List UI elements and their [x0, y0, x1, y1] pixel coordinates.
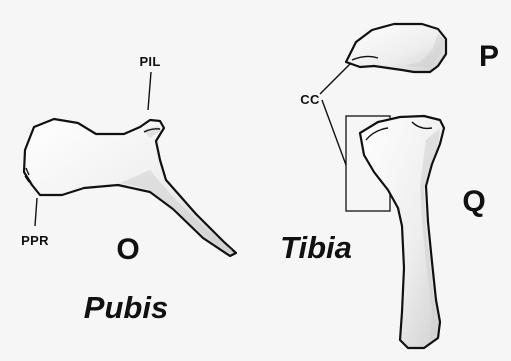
- label-pil: PIL: [139, 54, 160, 69]
- leader-cc-proximal: [320, 64, 350, 94]
- tibia-proximal-view: [346, 24, 446, 72]
- panel-label-p: P: [479, 40, 499, 73]
- leader-cc-lateral: [322, 100, 346, 165]
- pubis-caption: Pubis: [84, 290, 168, 325]
- label-cc: CC: [300, 92, 320, 107]
- leader-ppr: [35, 198, 37, 226]
- tibia-bone: [360, 116, 444, 348]
- panel-label-q: Q: [462, 185, 485, 218]
- leader-pil: [148, 72, 151, 110]
- label-ppr: PPR: [21, 233, 49, 248]
- tibia-caption: Tibia: [280, 230, 352, 265]
- panel-label-o: O: [116, 233, 139, 266]
